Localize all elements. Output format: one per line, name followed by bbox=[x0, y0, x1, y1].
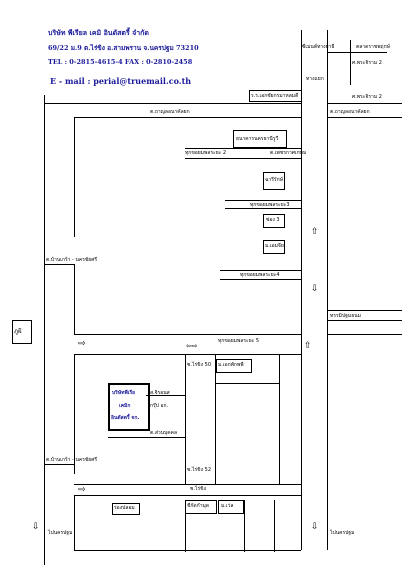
main-vertical-road-right bbox=[327, 30, 328, 550]
bottom-road-lower bbox=[74, 495, 301, 496]
arrow-right-2: ⇨ bbox=[78, 485, 86, 495]
block2-right-divider bbox=[215, 354, 216, 484]
compass-label: ภูฝ้ bbox=[14, 328, 22, 335]
road-mid-2-label: ต.ส่วนบุคคล bbox=[150, 430, 178, 436]
village2-label: ม.เอกพักพพี bbox=[218, 362, 244, 368]
bottom-box-3-label: ม.เว่ล bbox=[221, 503, 234, 509]
soi3-label: ซ่อง 3 bbox=[266, 217, 280, 223]
top-right-label-3: ทางแยก bbox=[306, 76, 324, 82]
left-road-2-line bbox=[44, 464, 74, 465]
block2-mid-divider bbox=[185, 354, 186, 484]
mid-road-lower bbox=[74, 354, 301, 355]
top-right-label-6: ศ.พระจิราม 2 bbox=[352, 94, 382, 100]
bottom-box-1-label: ร่องปลอม bbox=[114, 505, 135, 511]
soi3-road bbox=[220, 270, 301, 271]
top-right-label-1: ซีเมนต์ทางยาธี bbox=[302, 44, 335, 50]
block1-bottom-left bbox=[74, 264, 75, 334]
soi2-road-lower bbox=[225, 208, 301, 209]
arrow-up-2: ⇧ bbox=[304, 341, 312, 351]
soi3-box bbox=[263, 214, 285, 228]
left-road-label-2: ต.บ้านเกร้า - นครชัยศรี bbox=[46, 457, 98, 463]
soi3-road-lower bbox=[220, 279, 301, 280]
bank-box bbox=[233, 130, 287, 148]
top-road-upper bbox=[44, 103, 301, 104]
shop-box bbox=[263, 172, 285, 190]
company-box-line-3: อินดัสตรี้ จก. bbox=[111, 415, 140, 421]
soi1-road bbox=[185, 148, 301, 149]
left-vertical-road bbox=[44, 95, 45, 565]
company-box-line-1: บริษัทพีเรีย bbox=[112, 390, 136, 396]
bottom-box-2 bbox=[185, 500, 217, 514]
bottom-box-1 bbox=[112, 503, 140, 515]
right-lower-block-h bbox=[327, 334, 402, 335]
soi1-label: ทุกขอยมพลระยะ 2 bbox=[185, 150, 227, 156]
bottom-box-3 bbox=[218, 500, 244, 514]
school-box bbox=[249, 90, 302, 102]
bank-label: ธนาคารนครธานีรูวี bbox=[236, 136, 279, 142]
top-right-label-5: ศ.พระจิราม 2 bbox=[352, 60, 382, 66]
top-road-right bbox=[327, 103, 402, 104]
arrow-up-1: ⇧ bbox=[311, 227, 319, 237]
road-left-3-label: กรุ๊ป อก. bbox=[150, 403, 169, 409]
arrow-down-bottom-mid: ⇩ bbox=[311, 522, 319, 532]
company-side-road bbox=[146, 395, 185, 396]
mid-road-upper bbox=[74, 334, 301, 335]
company-tel-fax: TEL : 0-2815-4615-4 FAX : 0-2810-2458 bbox=[48, 58, 193, 66]
bottom-mid-label: ซ.ไร่ขิง bbox=[190, 486, 207, 492]
arrow-down-1: ⇩ bbox=[311, 284, 319, 294]
arrow-right-1: ⇨ bbox=[78, 339, 86, 349]
top-right-divider bbox=[350, 40, 351, 85]
village-box bbox=[263, 240, 285, 254]
right-block-h2 bbox=[327, 320, 402, 321]
company-email[interactable]: E - mail : perial@truemail.co.th bbox=[50, 76, 192, 86]
bottom-box-2-label: ชีกัดกำมุด bbox=[187, 503, 210, 509]
top-road-right-lower bbox=[327, 117, 402, 118]
left-road-label-1: ต.บ้านเกร้า - นครชัยศรี bbox=[46, 257, 98, 263]
block3-left bbox=[74, 495, 75, 550]
block2-inner-h bbox=[215, 383, 279, 384]
right-mid-label: ทรรมิปฐมธนม bbox=[330, 313, 361, 319]
village2-box bbox=[216, 359, 252, 373]
main-vertical-road-left bbox=[301, 30, 302, 550]
top-right-h1 bbox=[327, 52, 387, 53]
soi5-label: ซ.ไร่ขิง 50 bbox=[187, 362, 211, 368]
top-road-lower bbox=[74, 117, 301, 118]
road-left-2-label: ส.จิรอนส bbox=[150, 390, 170, 396]
bottom-box-divider bbox=[185, 512, 186, 552]
soi3-road-label: ทุกขอยมพลระยะ4 bbox=[240, 272, 280, 278]
private-road bbox=[108, 437, 185, 438]
soi1-road-lower bbox=[185, 158, 301, 159]
village-label: ม.เอมจีย bbox=[265, 243, 284, 249]
block2-inner-right bbox=[279, 354, 280, 484]
soi2-label: ทุกขอยมพลระยะ3 bbox=[250, 202, 290, 208]
arrow-left-right-1: ⇦⇨ bbox=[186, 342, 198, 350]
top-right-label-2: ตลาดราชพฤกษ์ bbox=[356, 44, 390, 50]
bottom-box-divider-2 bbox=[244, 500, 245, 552]
road-top-right-label: ต.ถาญลอนาคัลยก bbox=[330, 109, 370, 115]
soi1b-label: ต.เพชรกาศเกษม bbox=[270, 150, 307, 156]
bottom-road-end bbox=[74, 550, 301, 551]
bottom-left-label: ไปนครปฐม bbox=[48, 530, 73, 536]
arrow-down-bottom-left: ⇩ bbox=[32, 522, 40, 532]
soi4-label: ทุกขอยมพลระยะ 5 bbox=[218, 338, 260, 344]
shop-label: ฉารีรักษ์ bbox=[265, 177, 283, 183]
bottom-right-label: ไปนครปฐม bbox=[330, 530, 355, 536]
soi6-label: ซ.ไร่ขิง 52 bbox=[187, 467, 211, 473]
top-right-label-4: ร.ร.เอกชัยกรมาหลมดี bbox=[251, 93, 299, 99]
compass-box bbox=[12, 320, 32, 344]
right-block-h1 bbox=[327, 310, 402, 311]
soi2-road bbox=[225, 200, 301, 201]
company-name: บริษัท พีเรียล เคมิ อินดัสตรี้ จำกัด bbox=[48, 28, 149, 37]
bottom-road-upper bbox=[74, 484, 301, 485]
bottom-box-divider-3 bbox=[274, 500, 275, 552]
block1-left bbox=[74, 117, 75, 237]
road-top-left-label: ต.ถาญลอนาคัลยก bbox=[150, 109, 190, 115]
left-road-1-line bbox=[44, 264, 74, 265]
company-location-box[interactable] bbox=[108, 383, 150, 431]
company-box-line-2: เคมิก bbox=[119, 403, 131, 409]
company-address: 69/22 ม.9 ต.ไร่ขิง อ.สามพราน จ.นครปฐม 73… bbox=[48, 44, 199, 52]
block2-left bbox=[74, 354, 75, 474]
